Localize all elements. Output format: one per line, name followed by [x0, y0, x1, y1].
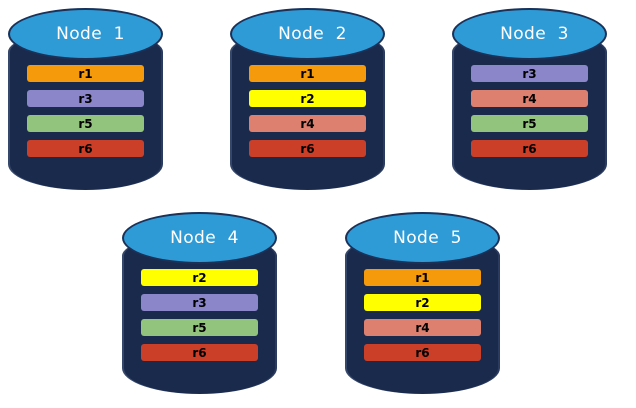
database-node[interactable]: Node 4 r2 r3 r5 r6 [122, 212, 277, 394]
replica-bar[interactable]: r5 [141, 319, 258, 336]
node-cylinder-top [122, 212, 277, 264]
replica-bar[interactable]: r6 [249, 140, 366, 157]
replica-bar[interactable]: r4 [471, 90, 588, 107]
replica-bar[interactable]: r6 [141, 344, 258, 361]
node-cylinder-top [230, 8, 385, 60]
replica-bar[interactable]: r3 [471, 65, 588, 82]
node-label: Node 5 [393, 228, 462, 248]
replica-bar[interactable]: r5 [471, 115, 588, 132]
replica-bar[interactable]: r1 [249, 65, 366, 82]
replica-bar[interactable]: r2 [141, 269, 258, 286]
replica-bar[interactable]: r6 [27, 140, 144, 157]
replica-list: r2 r3 r5 r6 [122, 269, 277, 361]
replica-bar[interactable]: r4 [364, 319, 481, 336]
replica-list: r3 r4 r5 r6 [452, 65, 607, 157]
replica-bar[interactable]: r1 [27, 65, 144, 82]
replica-bar[interactable]: r5 [27, 115, 144, 132]
replica-bar[interactable]: r3 [27, 90, 144, 107]
node-label: Node 2 [278, 24, 347, 44]
node-label: Node 3 [500, 24, 569, 44]
database-node[interactable]: Node 2 r1 r2 r4 r6 [230, 8, 385, 190]
replica-bar[interactable]: r4 [249, 115, 366, 132]
node-cylinder-top [8, 8, 163, 60]
database-node[interactable]: Node 3 r3 r4 r5 r6 [452, 8, 607, 190]
node-cylinder-top [345, 212, 500, 264]
replica-bar[interactable]: r3 [141, 294, 258, 311]
replica-bar[interactable]: r6 [364, 344, 481, 361]
replica-bar[interactable]: r6 [471, 140, 588, 157]
replica-bar[interactable]: r2 [249, 90, 366, 107]
node-label: Node 4 [170, 228, 239, 248]
node-label: Node 1 [56, 24, 125, 44]
replica-list: r1 r3 r5 r6 [8, 65, 163, 157]
replica-list: r1 r2 r4 r6 [230, 65, 385, 157]
replica-list: r1 r2 r4 r6 [345, 269, 500, 361]
database-node[interactable]: Node 5 r1 r2 r4 r6 [345, 212, 500, 394]
node-cylinder-top [452, 8, 607, 60]
replica-bar[interactable]: r1 [364, 269, 481, 286]
database-node[interactable]: Node 1 r1 r3 r5 r6 [8, 8, 163, 190]
replica-bar[interactable]: r2 [364, 294, 481, 311]
